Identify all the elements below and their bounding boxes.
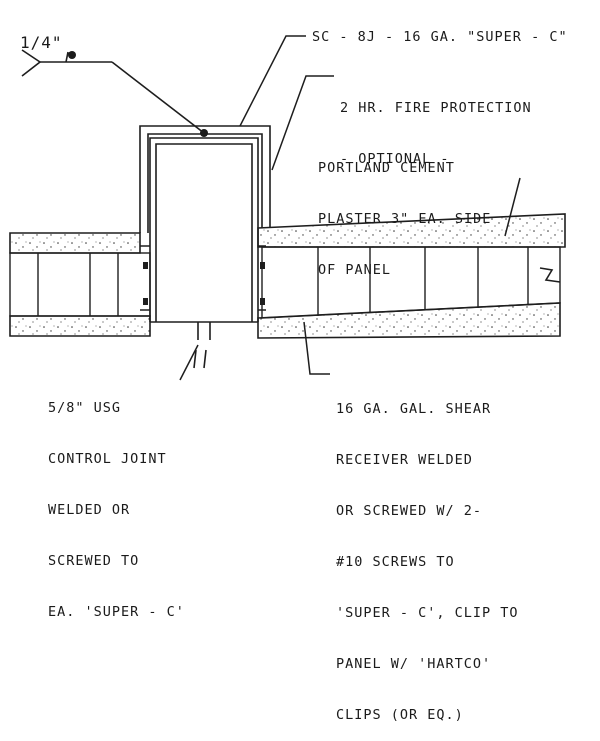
fire-protection-enclosure <box>139 125 271 233</box>
leader-plaster <box>504 177 521 237</box>
leader-stud <box>239 35 306 127</box>
plaster-layer-bottom <box>9 302 561 339</box>
control-joint-label: 5/8" USG CONTROL JOINT WELDED OR SCREWED… <box>48 400 185 620</box>
plaster-label: PORTLAND CEMENT PLASTER 3" EA. SIDE OF P… <box>318 160 492 278</box>
weld-symbol-dot <box>68 51 76 59</box>
panel-core-left <box>9 252 151 317</box>
leader-fire-protection <box>271 75 334 171</box>
leader-shear-receiver <box>303 321 330 375</box>
shear-receiver-label: 16 GA. GAL. SHEAR RECEIVER WELDED OR SCR… <box>336 401 519 723</box>
plaster-layer-top <box>9 213 566 254</box>
leader-control-joint <box>179 344 199 381</box>
leader-lines <box>179 35 521 381</box>
stud-label: SC - 8J - 16 GA. "SUPER - C" <box>312 29 568 45</box>
panel-core-right <box>261 246 561 319</box>
control-joint <box>193 322 211 369</box>
weld-symbol <box>21 49 205 134</box>
break-line-symbol <box>539 267 561 283</box>
drawing-canvas <box>9 35 566 381</box>
fire-protection-label: 2 HR. FIRE PROTECTION - OPTIONAL - <box>340 100 532 167</box>
super-c-stud <box>140 137 266 323</box>
weld-size-label: 1/4" <box>20 33 63 52</box>
hartco-clips <box>143 262 265 305</box>
detail-drawing: 1/4" SC - 8J - 16 GA. "SUPER - C" 2 HR. … <box>9 29 568 723</box>
